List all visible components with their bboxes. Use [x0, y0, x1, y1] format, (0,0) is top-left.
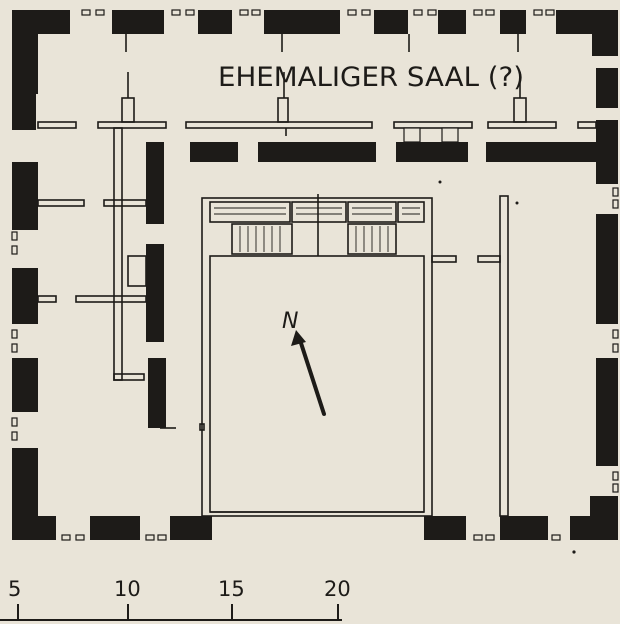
scale-tick-label: 20 [324, 577, 351, 601]
interior-piers [146, 142, 596, 428]
pier-openings [403, 127, 459, 143]
north-label: N [282, 309, 298, 334]
stair-treads [214, 207, 420, 252]
outer-walls [12, 10, 618, 540]
pencil-marks [438, 180, 576, 554]
scale-bar [0, 604, 342, 621]
room-label: EHEMALIGER SAAL (?) [218, 62, 524, 93]
north-arrow-icon [291, 330, 326, 416]
scale-tick-label: 10 [114, 577, 141, 601]
scale-tick-label: 5 [8, 577, 21, 601]
scale-tick-label: 15 [218, 577, 245, 601]
interior-partitions [37, 34, 597, 517]
wall-notches [11, 9, 619, 541]
